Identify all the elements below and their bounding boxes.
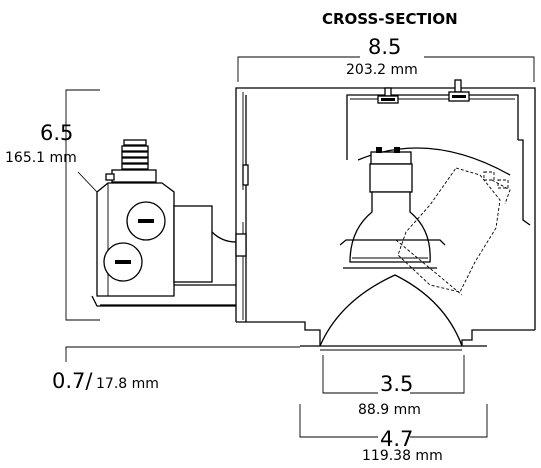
dimension-height: 6.5 165.1 mm [5,89,100,321]
flange-inches-label: 0.7/ [52,369,93,393]
mount-screw-left [377,87,399,104]
trim-inches-label: 4.7 [380,427,413,451]
junction-box [91,139,247,307]
tilted-lamp-outline [395,167,511,296]
dimension-flange: 0.7/ 17.8 mm [52,346,300,393]
dimension-aperture: 3.5 88.9 mm [322,355,465,418]
flex-conduit [105,139,157,183]
aperture-mm-label: 88.9 mm [358,402,421,418]
width-mm-label: 203.2 mm [346,62,418,78]
housing [100,87,536,346]
dimension-width: 8.5 203.2 mm [237,35,535,82]
trim-mm-label: 119.38 mm [362,448,443,464]
reflector-cone [300,274,487,351]
dimension-trim: 4.7 119.38 mm [299,404,488,464]
width-inches-label: 8.5 [368,35,401,59]
lamp-assembly [339,147,511,269]
mount-screw-right [448,79,470,102]
flange-mm-label: 17.8 mm [96,376,159,392]
height-mm-label: 165.1 mm [5,150,77,166]
diagram-title: CROSS-SECTION [322,10,458,28]
height-inches-label: 6.5 [40,121,73,145]
aperture-inches-label: 3.5 [380,372,413,396]
